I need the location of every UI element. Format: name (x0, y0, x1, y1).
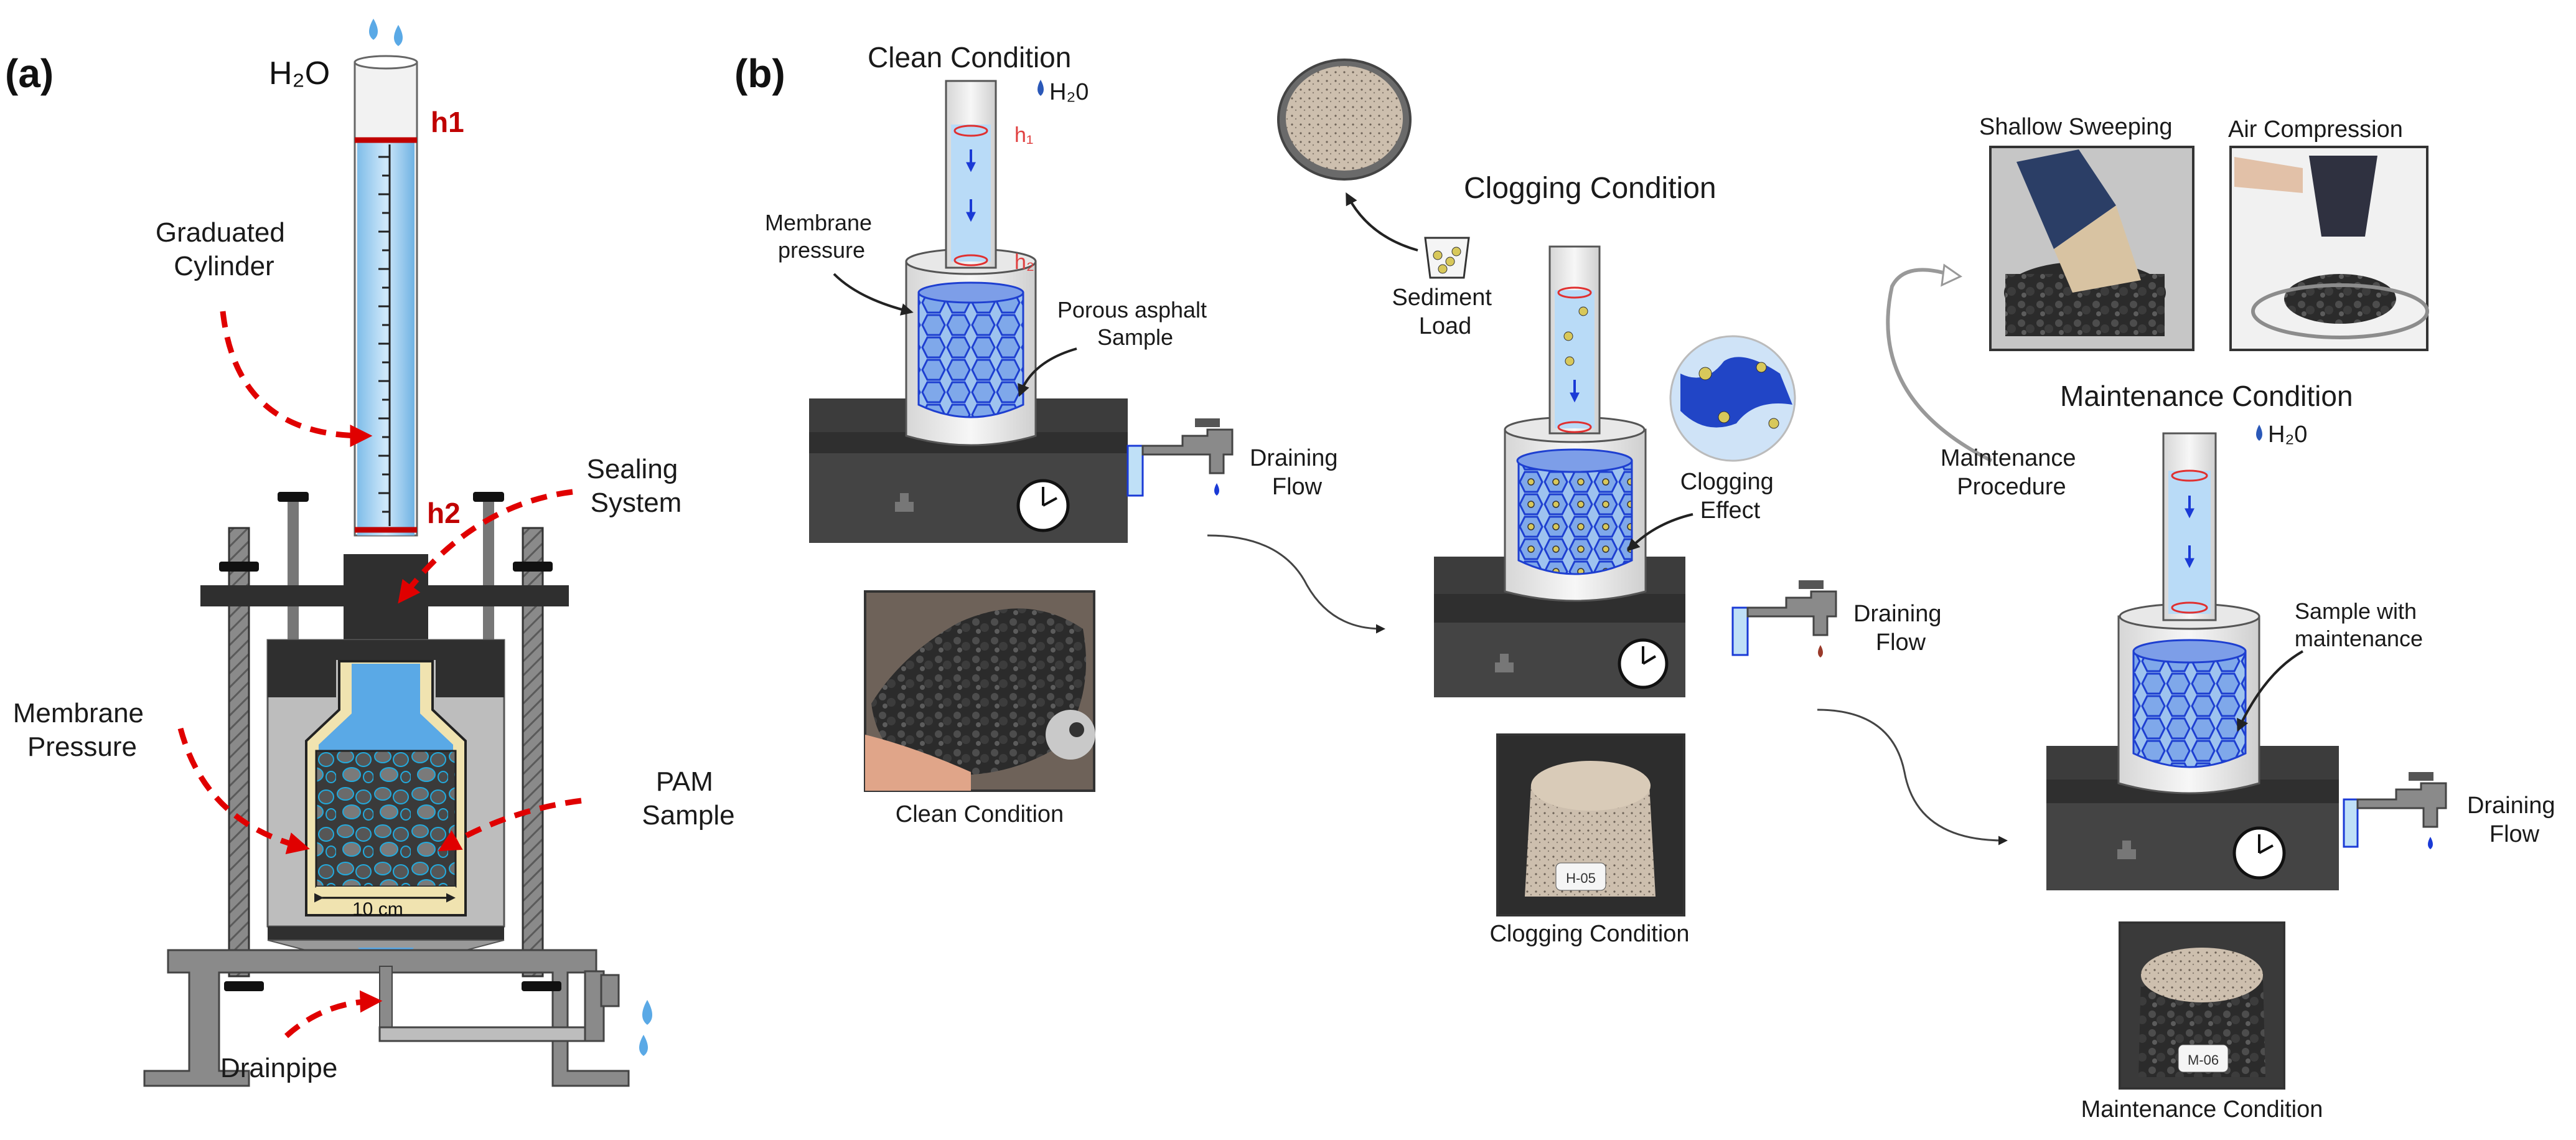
graduated-cylinder-pointer (220, 311, 373, 447)
flow-arrow-1 (1207, 534, 1385, 634)
faucet-icon (1731, 580, 1837, 657)
clean-porous-label: Porous asphalt Sample (1057, 297, 1213, 350)
clogging-effect-label: Clogging Effect (1680, 469, 1781, 524)
clogging-draining-label: Draining Flow (1853, 601, 1948, 656)
clogging-title: Clogging Condition (1464, 172, 1717, 205)
clean-title: Clean Condition (868, 41, 1071, 73)
maintenance-procedure-label: Maintenance Procedure (1941, 445, 2082, 500)
faucet-icon (2343, 772, 2447, 849)
clogging-photo-tag: H-05 (1566, 870, 1596, 886)
air-compression-photo (2229, 146, 2429, 351)
maintenance-draining-label: Draining Flow (2467, 793, 2562, 847)
shallow-sweeping-label: Shallow Sweeping (1979, 114, 2173, 140)
clean-photo (864, 590, 1095, 792)
base-frame (143, 949, 630, 1087)
clean-draining-label: Draining Flow (1250, 445, 1344, 500)
top-bar (200, 585, 569, 606)
panel-a-label: (a) (5, 51, 54, 96)
clean-photo-caption: Clean Condition (896, 801, 1064, 827)
dimension-label: 10 cm (352, 899, 403, 920)
maintenance-cycle-arrow (1886, 268, 1993, 463)
sediment-cup-icon (1424, 237, 1470, 279)
h1-label: h1 (431, 106, 464, 138)
graduation-ticks (378, 156, 390, 513)
outflow-drops-icon (639, 1000, 652, 1056)
maintenance-photo-tag: M-06 (2188, 1052, 2219, 1068)
drainpipe-label: Drainpipe (220, 1053, 337, 1083)
clean-apparatus: Clean Condition H₂0 (809, 41, 1128, 543)
maintenance-apparatus (2046, 432, 2339, 890)
sample-maintenance-label: Sample with maintenance (2295, 598, 2423, 651)
water-drop-icon (2256, 425, 2262, 441)
sediment-bowl (1277, 59, 1412, 181)
sediment-load-label: Sediment Load (1392, 285, 1498, 339)
membrane-pressure-pointer (177, 727, 310, 854)
pam-sample-label: PAM Sample (642, 766, 734, 831)
maintenance-photo-caption: Maintenance Condition (2081, 1096, 2323, 1123)
clogging-apparatus (1434, 245, 1685, 697)
panel-a: (a) H₂O (5, 19, 735, 1087)
clean-h2o: H₂0 (1049, 79, 1089, 105)
water-drop-icon (1037, 80, 1044, 96)
panel-b-label: (b) (734, 51, 785, 96)
triaxial-cell (266, 639, 505, 967)
clogging-zoom-circle (1669, 335, 1796, 462)
maintenance-title: Maintenance Condition (2060, 380, 2353, 412)
maintenance-photo: M-06 (2119, 921, 2285, 1090)
graduated-cylinder (354, 55, 418, 537)
flow-arrow-2 (1817, 709, 2008, 846)
membrane-pressure-label: Membrane Pressure (13, 698, 152, 762)
h2-label: h2 (427, 497, 461, 529)
clean-h2: h₂ (1014, 250, 1034, 274)
h2o-label: H₂O (269, 55, 330, 92)
pam-sample (315, 750, 457, 888)
air-compression-label: Air Compression (2228, 116, 2403, 143)
clogging-photo: H-05 (1496, 733, 1685, 916)
sweeping-photo (1989, 146, 2194, 351)
drainpipe-pointer (284, 990, 383, 1039)
graduated-cylinder-label: Graduated Cylinder (156, 217, 293, 281)
panel-b: (b) Clean Condition H₂0 h₁ h₂ (734, 41, 2562, 1123)
clean-h1: h₁ (1014, 123, 1033, 147)
clean-membrane-label: Membrane pressure (765, 210, 878, 263)
sealing-system-label: Sealing System (586, 454, 685, 518)
faucet-icon (1126, 418, 1234, 497)
clogging-photo-caption: Clogging Condition (1489, 921, 1689, 947)
maintenance-h2o: H₂0 (2268, 422, 2307, 448)
